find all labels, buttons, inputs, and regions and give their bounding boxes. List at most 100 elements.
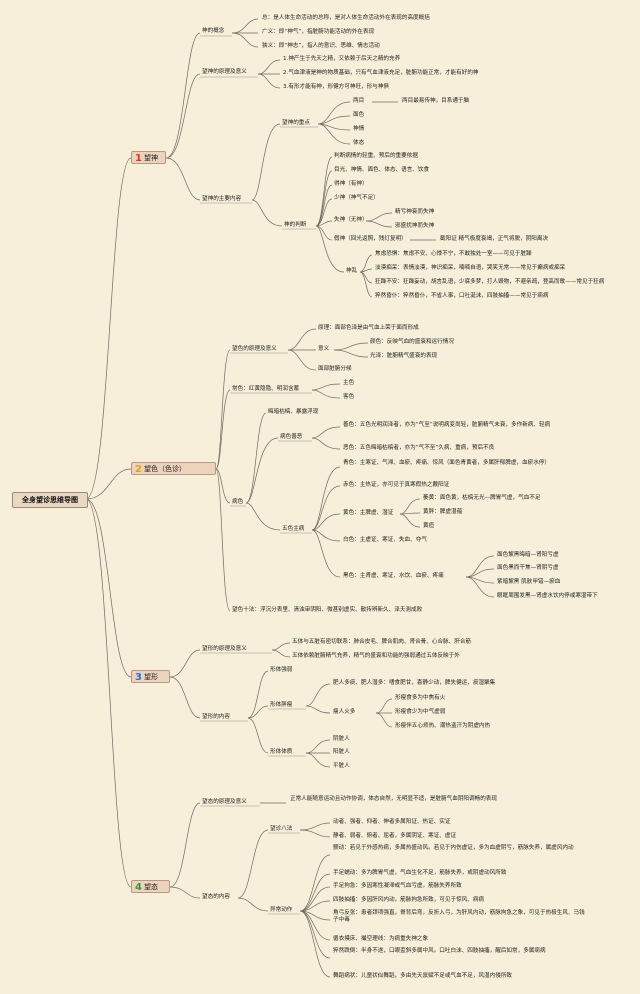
node-principle[interactable]: 望形的原理及意义 [202, 646, 247, 652]
node-judge-item[interactable]: 得神（有神） [334, 181, 368, 187]
node-shenluan-item[interactable]: 狂躁不安：狂躁妄动，胡言乱语，少寐多梦，打人毁物，不避亲疏，登高而歌——常见于狂… [375, 279, 605, 285]
node-focus[interactable]: 望神的重点 [282, 120, 310, 126]
node-huang-item[interactable]: 黄胖：脾虚湿蕴 [423, 509, 463, 515]
topic-title: 望形 [143, 673, 158, 681]
node-shan[interactable]: 善色：五色光明润泽者，亦为“气至”说明病变尚轻，脏腑精气未衰，多作新病、轻病 [343, 422, 551, 428]
node-shane[interactable]: 病色善恶 [280, 434, 303, 440]
node-chi[interactable]: 赤色：主热证，亦可见于真寒假热之戴阳证 [343, 482, 450, 488]
node-tizhi-item[interactable]: 平脏人 [333, 763, 350, 769]
node-principle-item[interactable]: 2.气血津液是神的物质基础，只有气血津液充足，脏腑功能正常，才能有好的神 [283, 70, 479, 76]
node-hei-item[interactable]: 眼眶周围发黑—肾虚水饮内停或寒湿带下 [497, 593, 598, 599]
node-hei-item[interactable]: 紫暗黧黑 肌肤甲错—瘀血 [497, 579, 561, 585]
node-shou-item[interactable]: 形瘦食少为中气虚弱 [395, 709, 446, 715]
node-concept-item[interactable]: 广义：即“神气”，指脏腑功能活动的外在表现 [262, 29, 375, 35]
node-huang-item[interactable]: 萎黄：面色黄，枯槁无光—脾胃气虚，气血不足 [423, 495, 541, 501]
node-yichang-item[interactable]: 猝然跌倒：半身不遂，口眼歪斜多属中风。口吐白沫、四肢抽搐，醒后如常，多属痫病 [333, 948, 546, 954]
node-main-content[interactable]: 望神的主要内容 [202, 196, 242, 202]
node-hei-item[interactable]: 面色黑而干焦—肾阴亏虚 [497, 565, 559, 571]
node-e[interactable]: 恶色：五色晦暗枯槁者，亦为“气不至”久病、重病，预后不良 [343, 445, 495, 451]
node-pangshou[interactable]: 形体胖瘦 [270, 702, 293, 708]
node-content[interactable]: 望形的内容 [202, 714, 230, 720]
node-judge-item[interactable]: 少神（神气不足） [334, 195, 379, 201]
node-judge-item[interactable]: 判断病情的轻重、预后的重要依据 [334, 153, 418, 159]
node-yichang-item[interactable]: 循衣摸床、撮空理线：为病重失神之象 [333, 936, 429, 942]
node-bai[interactable]: 白色：主虚证、寒证、失血、夺气 [343, 537, 427, 543]
node-yichang-item[interactable]: 舞蹈病状：儿童状似舞蹈，多由先天禀赋不足或气血不足，风湿内侵所致 [333, 973, 513, 979]
node-yichang-item[interactable]: 四肢抽搐：多因肝风内动，筋脉拘急所致，可见于惊风、痫病 [333, 897, 485, 903]
node-qing[interactable]: 青色：主寒证、气滞、血瘀、疼痛、惊风（面色青黄者，多属肝郁脾虚，血瘀水停） [343, 460, 550, 466]
node-content[interactable]: 望态的内容 [202, 894, 230, 900]
root-node[interactable]: 全身望诊思维导图 [12, 492, 88, 508]
node-focus-item[interactable]: 两目 [353, 98, 365, 104]
node-principle[interactable]: 望神的原理及意义 [202, 69, 247, 75]
node-judge-item[interactable]: 失神（无神） [334, 217, 368, 223]
topic-number: 4 [135, 882, 142, 893]
node-bingse[interactable]: 病色 [232, 499, 244, 505]
node-jiashen-note[interactable]: 截阳证 精气极度衰竭，正气将脱，阴阳离决 [440, 236, 549, 242]
node-principle-note[interactable]: 正常人能随意运动且动作协调，体态自然，无明显不适，是脏腑气血阴阳调畅的表现 [290, 796, 497, 802]
topic-number: 2 [135, 464, 142, 475]
node-yiyi-item[interactable]: 颜色：反映气血的盛衰和运行情况 [370, 339, 454, 345]
node-changse-item[interactable]: 客色 [343, 394, 355, 400]
node-focus-item[interactable]: 神情 [353, 126, 365, 132]
node-shenluan-item[interactable]: 淡漠痴呆：表情淡漠，神识痴呆，喃喃自语，哭笑无常——常见于癫病或痴呆 [375, 265, 566, 271]
node-wuse[interactable]: 五色主病 [282, 526, 305, 532]
node-changse-item[interactable]: 主色 [343, 380, 355, 386]
node-yichang-item[interactable]: 颤动：若见于外感热病，多属热盛动风。若见于内伤虚证，多为血虚阴亏，筋脉失养，属虚… [333, 845, 574, 851]
node-yichang[interactable]: 异常动作 [270, 907, 293, 913]
node-yichang-item[interactable]: 手足蠕动：多为脾胃气虚，气血生化不足，筋脉失养，或阴虚动风所致 [333, 870, 507, 876]
node-principle-item[interactable]: 五体依赖脏腑精气充养，精气的盛衰和功能的强弱通过五体反映于外 [292, 653, 460, 659]
topic-number: 1 [135, 153, 142, 164]
node-yuanli[interactable]: 原理：面部色泽是由气血上荣于面而形成 [318, 325, 419, 331]
node-bafa-item[interactable]: 静者、弱者、俯者、屈者，多属阴证、寒证、虚证 [333, 833, 457, 839]
node-bafa[interactable]: 望诊八法 [270, 826, 293, 832]
node-judge-item[interactable]: 假神（回光返照，残灯复明） [334, 236, 407, 242]
node-yiyi-item[interactable]: 光泽：脏腑精气盛衰的表现 [370, 353, 438, 359]
node-tizhi-item[interactable]: 阴脏人 [333, 736, 350, 742]
node-judge-item[interactable]: 目光、神情、面色、体态、语言、饮食 [334, 167, 430, 173]
node-shenluan-item[interactable]: 焦虑恐惧：焦虑不安、心悸不宁，不敢独处一室——可见于脏躁 [375, 251, 532, 257]
node-tizhi[interactable]: 形体体质 [270, 749, 293, 755]
node-principle[interactable]: 望态的原理及意义 [202, 799, 247, 805]
node-bafa-item[interactable]: 动者、强者、仰者、伸者多属阳证、热证、实证 [333, 819, 451, 825]
node-tizhi-item[interactable]: 阳脏人 [333, 749, 350, 755]
node-yichang-item[interactable]: 角弓反张：患者颈项强直，脊背后弯，反折入弓，为肝风内动，筋脉拘急之象，可见于热极… [333, 910, 585, 923]
node-principle-item[interactable]: 五体与五脏有密切联系：肺合皮毛、脾合肌肉、肾合骨、心合脉、肝合筋 [292, 639, 472, 645]
node-fenzhen[interactable]: 面部脏腑分候 [318, 366, 352, 372]
topic-number: 3 [135, 672, 142, 683]
node-principle[interactable]: 望色的原理及意义 [232, 346, 277, 352]
node-principle-item[interactable]: 1.神产生于先天之精，又依赖于后天之精的充养 [283, 56, 401, 62]
node-huang-item[interactable]: 黄疸 [423, 523, 435, 529]
node-focus-item[interactable]: 面色 [353, 112, 365, 118]
node-concept-item[interactable]: 狭义：即“神志”，指人的意识、思维、情志活动 [262, 43, 380, 49]
node-focus-item[interactable]: 体态 [353, 140, 365, 146]
node-concept[interactable]: 神的概念 [202, 28, 225, 34]
node-hei[interactable]: 黑色：主肾虚、寒证、水饮、血瘀、疼痛 [343, 573, 444, 579]
node-shishen-item[interactable]: 精亏神衰而失神 [395, 209, 435, 215]
node-qiangruo[interactable]: 形体强弱 [270, 667, 293, 673]
node-fei[interactable]: 肥人多痰、肥人湿多：嗜食肥甘，喜静少动，脾失健运，痰湿聚集 [333, 680, 496, 686]
node-shenluan-item[interactable]: 猝然昏仆：猝然昏仆，不省人事，口吐涎沫，四肢抽搐——常见于痫病 [375, 293, 549, 299]
node-shifa[interactable]: 望色十法：浮沉分表里、清浊审阴阳、微甚别虚实、散抟辨新久、泽夭测成败 [232, 607, 423, 613]
topic-title: 望色（色诊） [143, 465, 186, 473]
node-yiyi[interactable]: 意义 [318, 346, 330, 352]
node-huang[interactable]: 黄色：主脾虚、湿证 [343, 510, 394, 516]
node-judge-item[interactable]: 神乱 [346, 268, 358, 274]
node-hei-item[interactable]: 面色黧黑晦暗—肾阳亏虚 [497, 552, 559, 558]
node-shou[interactable]: 瘦人火多 [333, 709, 356, 715]
node-eyes-note[interactable]: 两目最易传神，目系通于脑 [402, 98, 470, 104]
node-shishen-item[interactable]: 邪盛扰神而失神 [395, 223, 435, 229]
node-judge[interactable]: 神的判断 [284, 222, 307, 228]
node-bingse-top[interactable]: 晦暗枯槁、暴露浮现 [268, 409, 319, 415]
node-concept-item[interactable]: 总：是人体生命活动的总称，是对人体生命活动外在表现的高度概括 [262, 15, 430, 21]
node-shou-item[interactable]: 形瘦伴五心烦热、潮热盗汗为阴虚内热 [395, 723, 491, 729]
node-changse[interactable]: 常色：红黄隐隐、明润含蓄 [232, 386, 300, 392]
node-yichang-item[interactable]: 手足拘急：多因寒性凝滞或气血亏虚，筋脉失养所致 [333, 883, 462, 889]
node-shou-item[interactable]: 形瘦食多为中焦有火 [395, 695, 446, 701]
topic-title: 望神 [143, 154, 158, 162]
node-principle-item[interactable]: 3.有形才能有神，形健方可神旺，形与神俱 [283, 84, 390, 90]
